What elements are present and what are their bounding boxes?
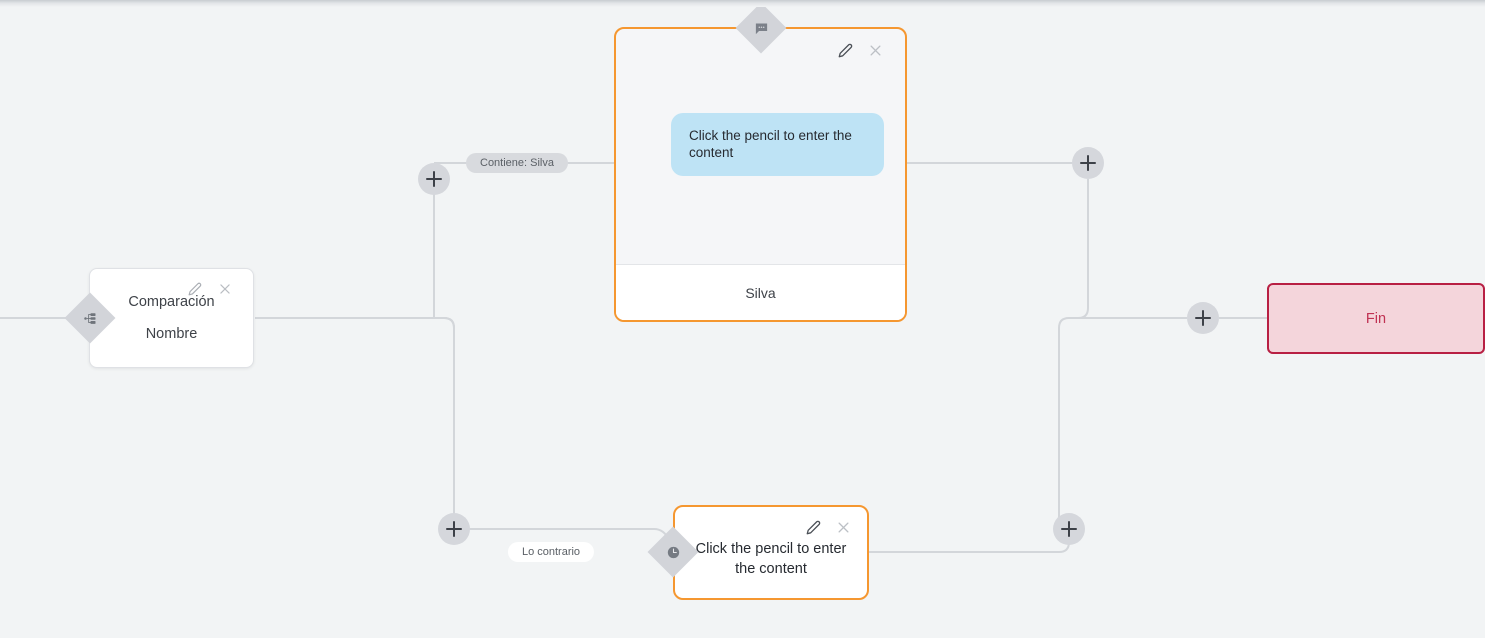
edge-label-otherwise[interactable]: Lo contrario — [507, 542, 595, 562]
node-message-secondary-text: Click the pencil to enter the content — [695, 541, 847, 577]
edge-merge-top-down — [1069, 179, 1089, 319]
node-message-main-actions — [837, 42, 883, 58]
close-icon[interactable] — [217, 281, 233, 297]
close-icon[interactable] — [835, 519, 851, 535]
edge-label-contains[interactable]: Contiene: Silva — [466, 153, 568, 173]
node-comparison-port[interactable] — [64, 292, 116, 344]
add-step-before-end-button[interactable] — [1187, 302, 1219, 334]
edge-compare-to-false — [255, 317, 455, 519]
edge-junction-down — [1058, 317, 1070, 519]
pencil-icon[interactable] — [837, 42, 853, 58]
node-message-secondary[interactable]: Click the pencil to enter the content — [673, 505, 869, 600]
node-end-label: Fin — [1365, 310, 1387, 327]
clock-icon — [664, 543, 682, 561]
node-message-main-port[interactable] — [735, 2, 787, 54]
add-step-merge-true-button[interactable] — [1072, 147, 1104, 179]
node-message-main-bubble[interactable]: Click the pencil to enter the content — [671, 113, 884, 176]
node-end[interactable]: Fin — [1267, 283, 1485, 354]
node-comparison-subtitle: Nombre — [145, 326, 198, 342]
edge-compare-to-true-riser — [433, 190, 455, 329]
node-comparison[interactable]: Comparación Nombre — [89, 268, 254, 368]
edge-small-to-merge-bottom — [869, 541, 1070, 553]
add-step-branch-false-button[interactable] — [438, 513, 470, 545]
node-message-main-footer[interactable]: Silva — [616, 264, 905, 320]
chat-bubble-icon — [752, 19, 770, 37]
add-step-branch-true-button[interactable] — [418, 163, 450, 195]
sitemap-icon — [81, 309, 99, 327]
node-message-secondary-actions — [805, 519, 851, 535]
pencil-icon[interactable] — [805, 519, 821, 535]
node-comparison-actions — [187, 281, 233, 297]
node-comparison-title: Comparación — [128, 294, 215, 310]
close-icon[interactable] — [867, 42, 883, 58]
node-message-secondary-port[interactable] — [647, 526, 699, 578]
add-step-merge-false-button[interactable] — [1053, 513, 1085, 545]
node-message-main[interactable]: Click the pencil to enter the content Si… — [614, 27, 907, 322]
node-message-main-body: Click the pencil to enter the content — [616, 29, 905, 264]
pencil-icon[interactable] — [187, 281, 203, 297]
top-shadow-strip — [0, 0, 1485, 7]
